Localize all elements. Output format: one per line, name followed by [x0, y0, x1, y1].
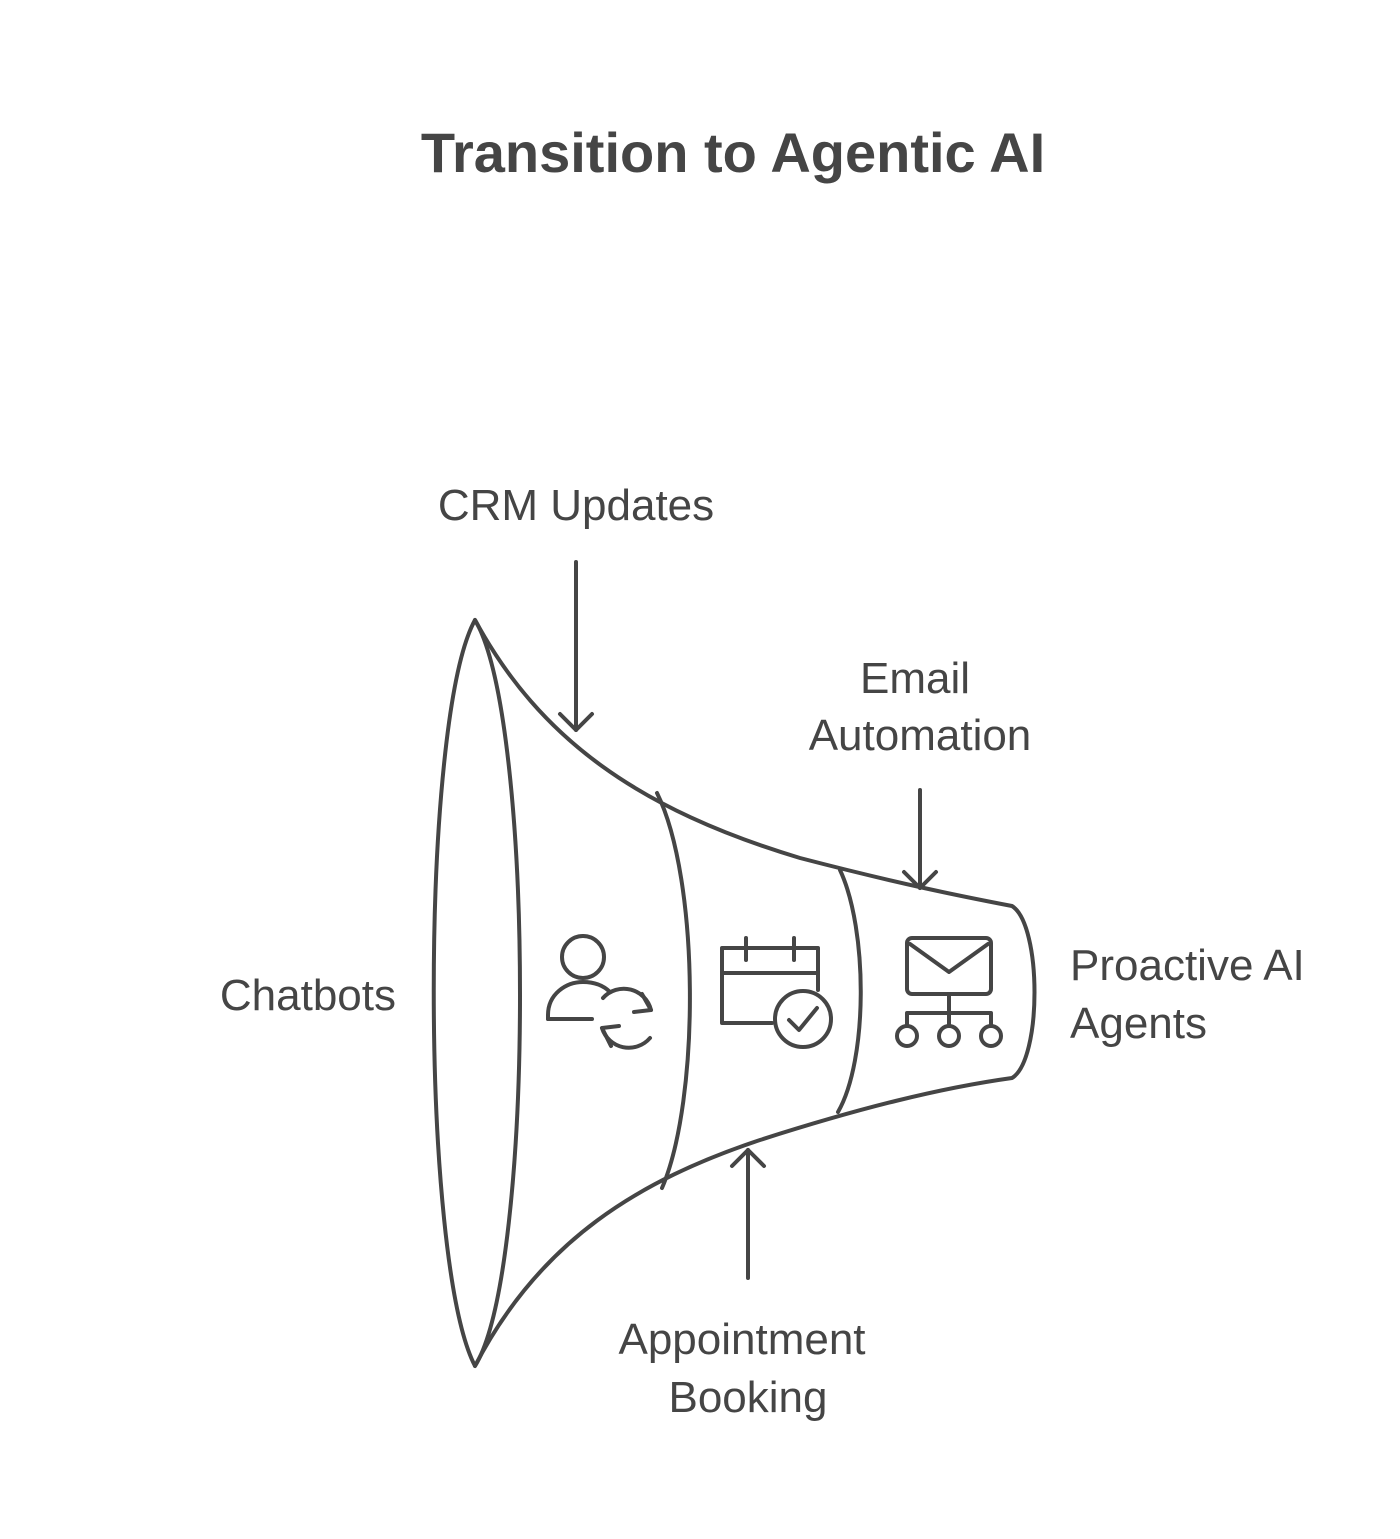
arrow-email-automation	[902, 788, 938, 890]
calendar-check-icon	[720, 936, 833, 1049]
label-crm-updates: CRM Updates	[438, 481, 714, 530]
funnel-shape	[431, 618, 1037, 1368]
arrow-appointment-booking	[730, 1148, 766, 1280]
label-chatbots: Chatbots	[220, 971, 396, 1020]
label-proactive-ai-agents-line1: Proactive AI	[1070, 941, 1305, 990]
label-appointment-booking-line1: Appointment	[618, 1315, 865, 1364]
funnel-rim	[473, 618, 522, 1368]
label-appointment-booking-line2: Booking	[668, 1373, 827, 1422]
arrow-crm-updates	[558, 560, 594, 732]
segment-divider-2	[836, 868, 863, 1114]
email-network-icon	[895, 936, 1003, 1048]
label-email-automation-line2: Automation	[809, 711, 1032, 760]
user-sync-icon	[546, 934, 653, 1050]
funnel-body	[431, 618, 1037, 1368]
label-email-automation-line1: Email	[860, 654, 970, 703]
segment-divider-1	[655, 791, 692, 1190]
diagram-title: Transition to Agentic AI	[421, 121, 1045, 184]
label-proactive-ai-agents-line2: Agents	[1070, 999, 1207, 1048]
